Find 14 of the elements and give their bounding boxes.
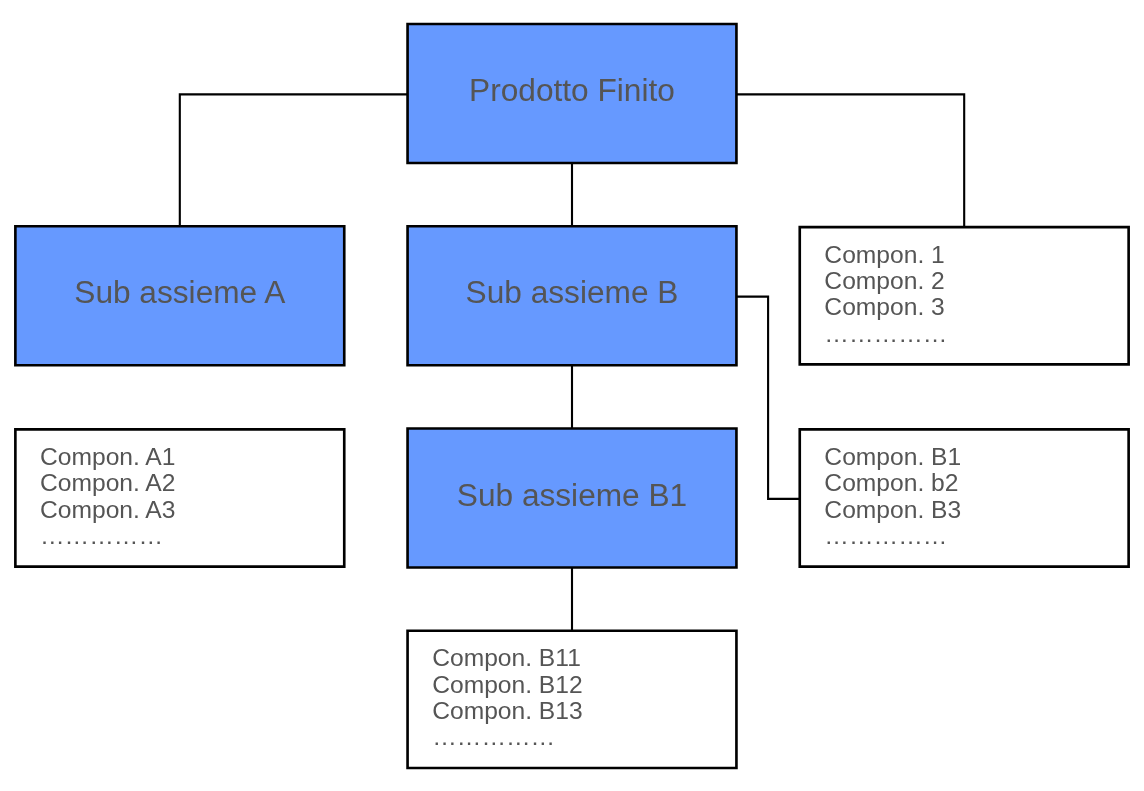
connector [570,567,574,630]
connector [736,295,800,500]
node-box: Sub assieme B [406,224,738,367]
node-box: Prodotto Finito [406,22,738,164]
node-box: Compon. 1 Compon. 2 Compon. 3 …………… [798,225,1130,366]
connector [736,92,966,227]
connector [570,364,574,428]
node-box: Compon. A1 Compon. A2 Compon. A3 …………… [14,427,346,568]
connector [570,162,574,226]
node-box: Sub assieme A [14,224,346,367]
connector [178,92,408,226]
node-box: Compon. B11 Compon. B12 Compon. B13 …………… [406,628,738,769]
node-box: Sub assieme B1 [406,426,738,569]
node-box: Compon. B1 Compon. b2 Compon. B3 …………… [798,427,1130,568]
